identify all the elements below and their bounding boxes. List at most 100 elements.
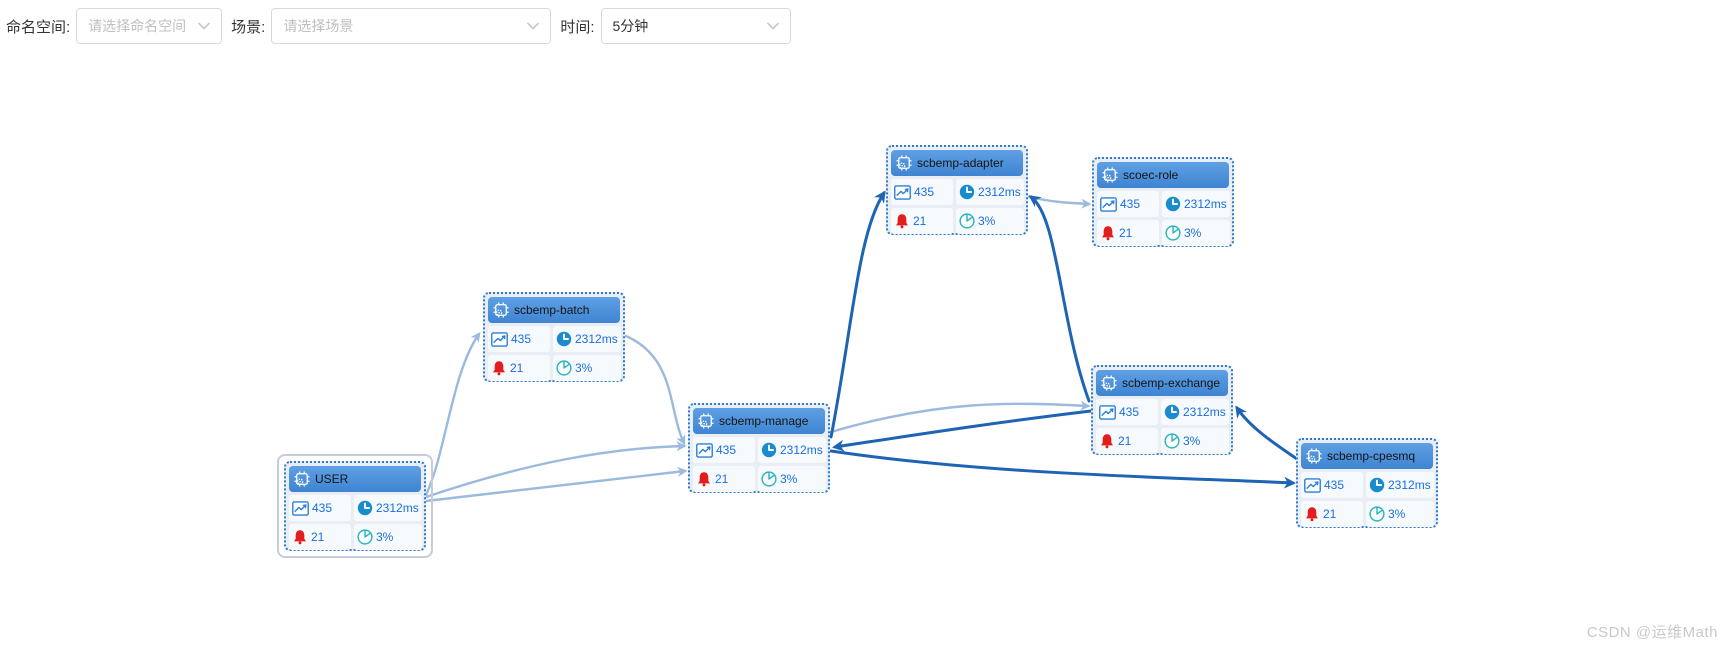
filter-toolbar: 命名空间: 请选择命名空间 场景: 请选择场景 时间: 5分钟 <box>6 8 791 44</box>
metric-cell-throughput: 435 <box>1301 472 1363 498</box>
metric-cell-usage: 3% <box>956 208 1024 234</box>
node-header: scbemp-manage <box>693 408 825 434</box>
metric-value: 21 <box>715 472 729 486</box>
metric-cell-alerts: 21 <box>1301 501 1363 527</box>
time-select[interactable]: 5分钟 <box>600 8 791 44</box>
metric-value: 435 <box>511 332 532 346</box>
service-node-scbemp-adapter[interactable]: scbemp-adapter 435 2312ms 21 3% <box>886 145 1028 235</box>
selected-node-frame <box>277 454 433 558</box>
metric-cell-alerts: 21 <box>289 524 351 550</box>
metric-cell-throughput: 435 <box>488 326 550 352</box>
node-header: scoec-role <box>1097 162 1229 188</box>
metric-value: 435 <box>1120 197 1141 211</box>
edge-scbemp-manage-to-scbemp-cpesmq <box>829 449 1296 489</box>
service-node-scbemp-batch[interactable]: scbemp-batch 435 2312ms 21 3% <box>483 292 625 382</box>
namespace-select-value: 请选择命名空间 <box>88 18 187 34</box>
pie-chart-icon <box>761 471 777 487</box>
metric-value: 435 <box>312 501 333 515</box>
bell-icon <box>696 471 712 487</box>
chip-icon <box>895 154 913 172</box>
clock-icon <box>761 442 777 458</box>
pie-chart-icon <box>556 360 572 376</box>
chip-icon <box>1101 166 1119 184</box>
node-header: USER <box>289 466 421 492</box>
edge-scbemp-batch-to-scbemp-manage <box>624 334 686 446</box>
time-label: 时间: <box>560 18 595 36</box>
metric-value: 435 <box>716 443 737 457</box>
bell-icon <box>894 213 910 229</box>
metric-cell-latency: 2312ms <box>956 179 1024 205</box>
metric-value: 435 <box>1119 405 1140 419</box>
node-title: scbemp-manage <box>719 414 809 428</box>
metric-value: 21 <box>913 214 927 228</box>
edge-scbemp-manage-to-scbemp-adapter <box>829 190 886 439</box>
node-title: scbemp-adapter <box>917 156 1004 170</box>
metric-cell-latency: 2312ms <box>758 437 826 463</box>
chip-icon <box>293 470 311 488</box>
metric-cell-throughput: 435 <box>891 179 953 205</box>
line-chart-icon <box>696 442 713 458</box>
node-header: scbemp-cpesmq <box>1301 443 1433 469</box>
metric-value: 3% <box>780 472 798 486</box>
metric-cell-alerts: 21 <box>1097 220 1159 246</box>
service-node-scoec-role[interactable]: scoec-role 435 2312ms 21 3% <box>1092 157 1234 247</box>
metric-cell-latency: 2312ms <box>1161 399 1229 425</box>
watermark: CSDN @运维Math <box>1586 624 1718 641</box>
edge-scbemp-cpesmq-to-scbemp-exchange <box>1235 405 1299 461</box>
metric-cell-alerts: 21 <box>693 466 755 492</box>
service-node-scbemp-manage[interactable]: scbemp-manage 435 2312ms 21 3% <box>688 403 830 493</box>
pie-chart-icon <box>357 529 373 545</box>
service-node-scbemp-exchange[interactable]: scbemp-exchange 435 2312ms 21 3% <box>1091 365 1233 455</box>
chip-icon <box>697 412 715 430</box>
metric-value: 3% <box>376 530 394 544</box>
line-chart-icon <box>292 500 309 516</box>
chip-icon <box>492 301 510 319</box>
scene-select-value: 请选择场景 <box>283 18 354 34</box>
metric-cell-latency: 2312ms <box>354 495 422 521</box>
namespace-label: 命名空间: <box>6 18 71 36</box>
metric-value: 3% <box>978 214 996 228</box>
chevron-down-icon <box>527 22 540 30</box>
edge-scbemp-manage-to-scbemp-exchange <box>829 400 1091 434</box>
metric-value: 3% <box>1388 507 1406 521</box>
edge-scbemp-exchange-to-scbemp-manage <box>832 409 1093 452</box>
metric-value: 2312ms <box>1183 405 1226 419</box>
line-chart-icon <box>1100 196 1117 212</box>
scene-select[interactable]: 请选择场景 <box>271 8 552 44</box>
metric-value: 21 <box>1119 226 1133 240</box>
namespace-select[interactable]: 请选择命名空间 <box>76 8 223 44</box>
metric-cell-throughput: 435 <box>289 495 351 521</box>
metric-value: 435 <box>1324 478 1345 492</box>
metric-cell-usage: 3% <box>1162 220 1230 246</box>
metric-value: 3% <box>1183 434 1201 448</box>
metric-cell-throughput: 435 <box>1097 191 1159 217</box>
service-node-scbemp-cpesmq[interactable]: scbemp-cpesmq 435 2312ms 21 3% <box>1296 438 1438 528</box>
node-title: scoec-role <box>1123 168 1179 182</box>
metric-value: 3% <box>1184 226 1202 240</box>
metric-value: 2312ms <box>1388 478 1431 492</box>
metric-cell-latency: 2312ms <box>1162 191 1230 217</box>
bell-icon <box>292 529 308 545</box>
node-header: scbemp-batch <box>488 297 620 323</box>
line-chart-icon <box>1304 477 1321 493</box>
metric-value: 435 <box>914 185 935 199</box>
bell-icon <box>491 360 507 376</box>
metric-cell-alerts: 21 <box>1096 428 1158 454</box>
edge-USER-to-scbemp-manage <box>424 466 688 503</box>
metric-cell-latency: 2312ms <box>553 326 621 352</box>
metric-value: 3% <box>575 361 593 375</box>
node-title: scbemp-exchange <box>1122 376 1221 390</box>
clock-icon <box>1164 404 1180 420</box>
clock-icon <box>1369 477 1385 493</box>
edge-USER-to-scbemp-batch <box>424 331 481 497</box>
scene-label: 场景: <box>231 18 266 36</box>
line-chart-icon <box>894 184 911 200</box>
clock-icon <box>556 331 572 347</box>
node-header: scbemp-adapter <box>891 150 1023 176</box>
metric-value: 21 <box>510 361 524 375</box>
chip-icon <box>1100 374 1118 392</box>
metric-cell-usage: 3% <box>354 524 422 550</box>
